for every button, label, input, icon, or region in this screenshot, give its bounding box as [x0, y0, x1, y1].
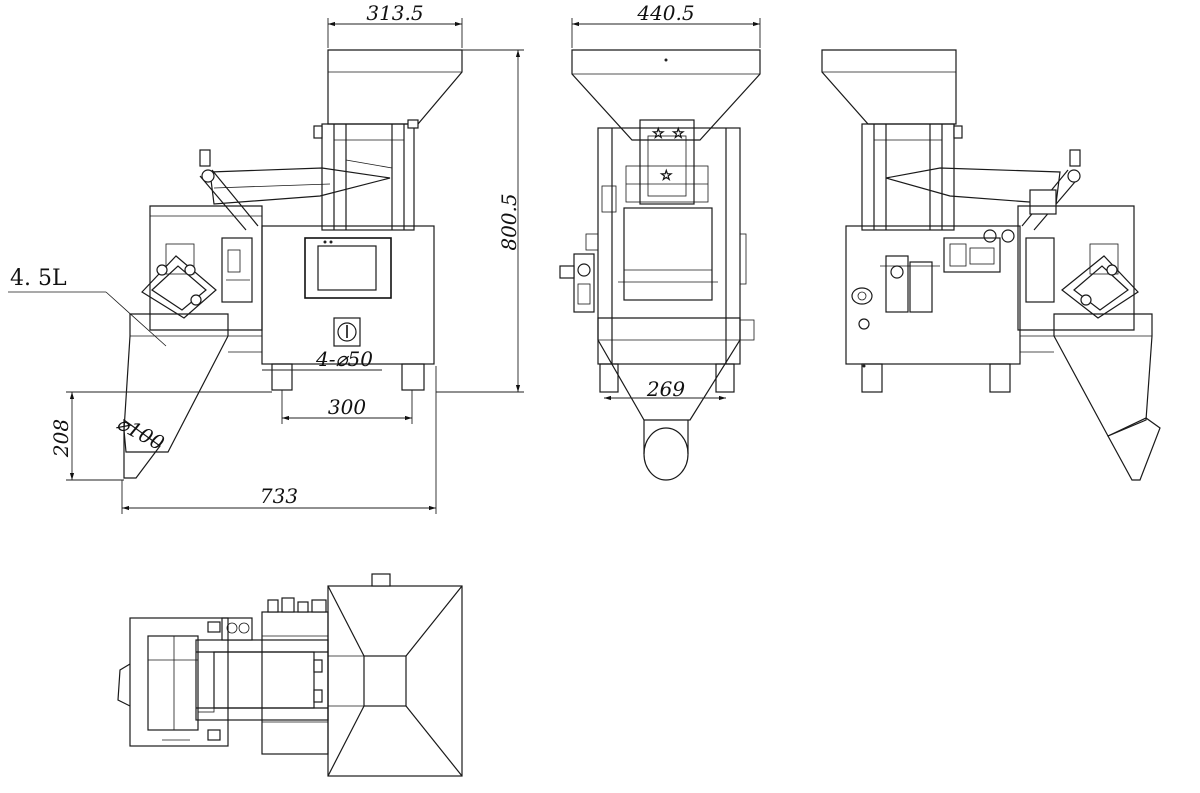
side-discharge-hopper [123, 313, 229, 453]
side-upper-frame [321, 123, 415, 231]
dim-208: 208 [49, 419, 73, 458]
front-view: ☆ ☆ ☆ [559, 49, 761, 481]
rear-air-filter-left [885, 255, 909, 313]
side-main-cabinet [261, 225, 435, 365]
front-air-regulator [573, 253, 595, 313]
rear-air-filter-right [909, 261, 933, 313]
dim-313-5: 313.5 [366, 1, 423, 25]
rear-view [821, 49, 1161, 481]
dim-733: 733 [260, 484, 298, 508]
svg-text:☆: ☆ [660, 168, 673, 184]
side-foot-right [401, 363, 425, 391]
side-dimensions: 313.5 800.5 4. 5L 4-⌀50 300 208 ⌀100 733 [8, 1, 524, 514]
power-switch [333, 317, 361, 347]
front-hopper [571, 49, 761, 141]
front-dimensions: 440.5 269 [571, 1, 761, 401]
rear-hopper [821, 49, 957, 125]
rear-solenoid-valve [943, 237, 1001, 273]
front-discharge-hopper [597, 317, 741, 421]
touch-screen [304, 237, 392, 299]
svg-text:☆: ☆ [672, 126, 685, 142]
front-outlet [643, 427, 689, 481]
dim-800-5: 800.5 [497, 193, 521, 250]
dim-269: 269 [646, 377, 685, 401]
label-bucket-volume: 4. 5L [10, 266, 67, 291]
side-view [123, 49, 463, 479]
top-view [117, 573, 463, 777]
rear-discharge-hopper [1053, 313, 1153, 437]
side-foot-left [271, 363, 293, 391]
dim-discharge-diameter: ⌀100 [113, 411, 169, 456]
dim-300: 300 [328, 395, 366, 419]
dim-440-5: 440.5 [636, 1, 694, 25]
svg-text:☆: ☆ [652, 126, 665, 142]
front-frame [597, 127, 741, 365]
rear-main-cabinet [845, 225, 1021, 365]
dim-foot-spec: 4-⌀50 [315, 347, 373, 371]
side-hopper [327, 49, 463, 125]
top-hopper [327, 585, 463, 777]
top-weighing-bucket [129, 617, 229, 747]
